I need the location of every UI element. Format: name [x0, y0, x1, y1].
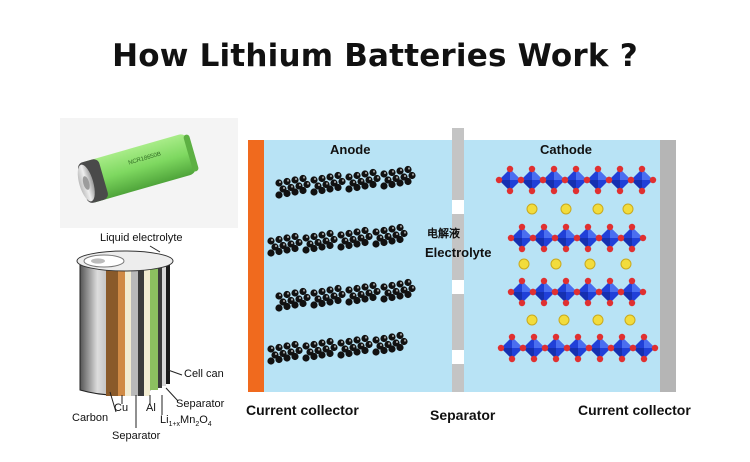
current-collector-left-bar	[248, 140, 264, 392]
label-separator-right: Separator	[176, 398, 225, 410]
label-separator-bottom: Separator	[112, 430, 161, 442]
page-title: How Lithium Batteries Work ?	[112, 38, 638, 74]
label-cathode-formula: Li1+xMn2O4	[160, 414, 212, 429]
label-anode: Anode	[330, 142, 371, 157]
label-current-collector-left: Current collector	[246, 402, 359, 418]
label-liquid-electrolyte: Liquid electrolyte	[100, 232, 183, 244]
separator-bar	[452, 128, 464, 392]
label-current-collector-right: Current collector	[578, 402, 691, 418]
label-separator: Separator	[430, 407, 496, 423]
label-carbon: Carbon	[72, 412, 109, 424]
label-cu: Cu	[114, 402, 129, 414]
current-collector-right-bar	[660, 140, 676, 392]
label-cathode: Cathode	[540, 142, 592, 157]
label-al: Al	[146, 402, 156, 414]
cell-cross-section	[76, 245, 183, 428]
label-electrolyte-cn: 电解液	[427, 227, 460, 240]
label-electrolyte: Electrolyte	[425, 245, 492, 260]
label-cell-can: Cell can	[184, 368, 224, 380]
lithium-ions	[518, 203, 636, 326]
battery-photo: NCR18650B	[60, 118, 238, 228]
